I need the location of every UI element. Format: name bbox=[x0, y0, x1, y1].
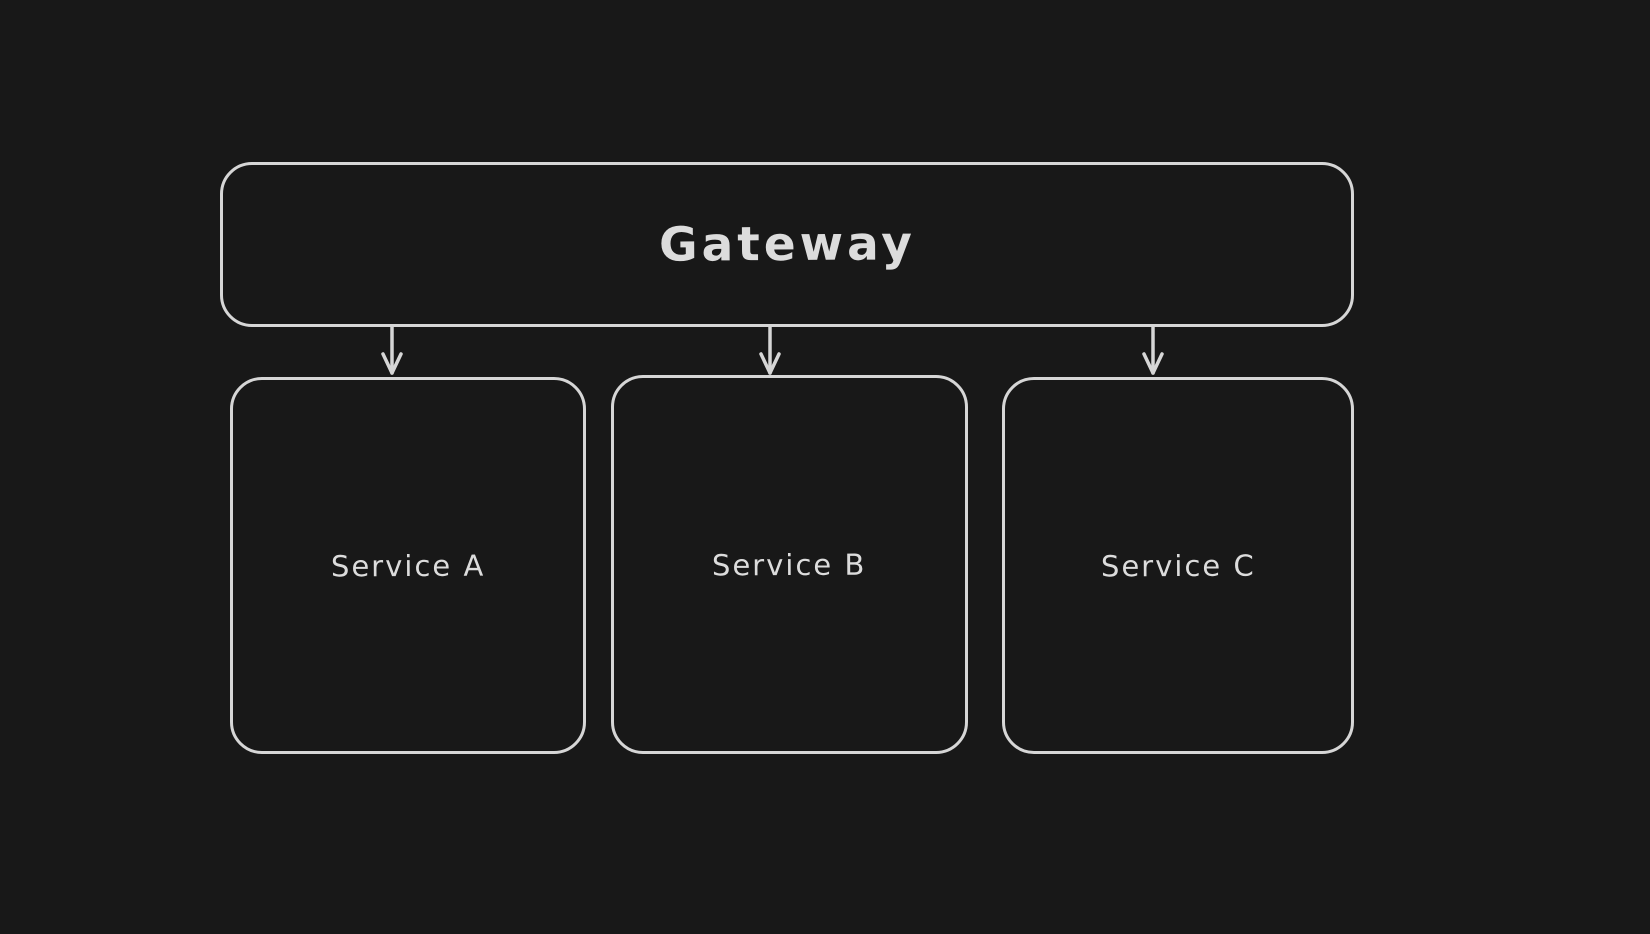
node-service-a[interactable]: Service A bbox=[230, 377, 586, 754]
down-arrow-icon bbox=[759, 325, 781, 375]
node-gateway-label: Gateway bbox=[658, 216, 916, 273]
node-service-b-label: Service B bbox=[712, 547, 867, 582]
down-arrow-icon bbox=[381, 325, 403, 375]
node-service-a-label: Service A bbox=[330, 548, 486, 583]
arrow-gateway-to-service-a[interactable] bbox=[374, 325, 410, 377]
arrow-gateway-to-service-b[interactable] bbox=[752, 325, 788, 377]
node-service-b[interactable]: Service B bbox=[611, 375, 968, 754]
node-gateway[interactable]: Gateway bbox=[220, 162, 1354, 327]
node-service-c[interactable]: Service C bbox=[1002, 377, 1354, 754]
arrow-gateway-to-service-c[interactable] bbox=[1135, 325, 1171, 377]
node-service-c-label: Service C bbox=[1100, 548, 1256, 583]
down-arrow-icon bbox=[1142, 325, 1164, 375]
